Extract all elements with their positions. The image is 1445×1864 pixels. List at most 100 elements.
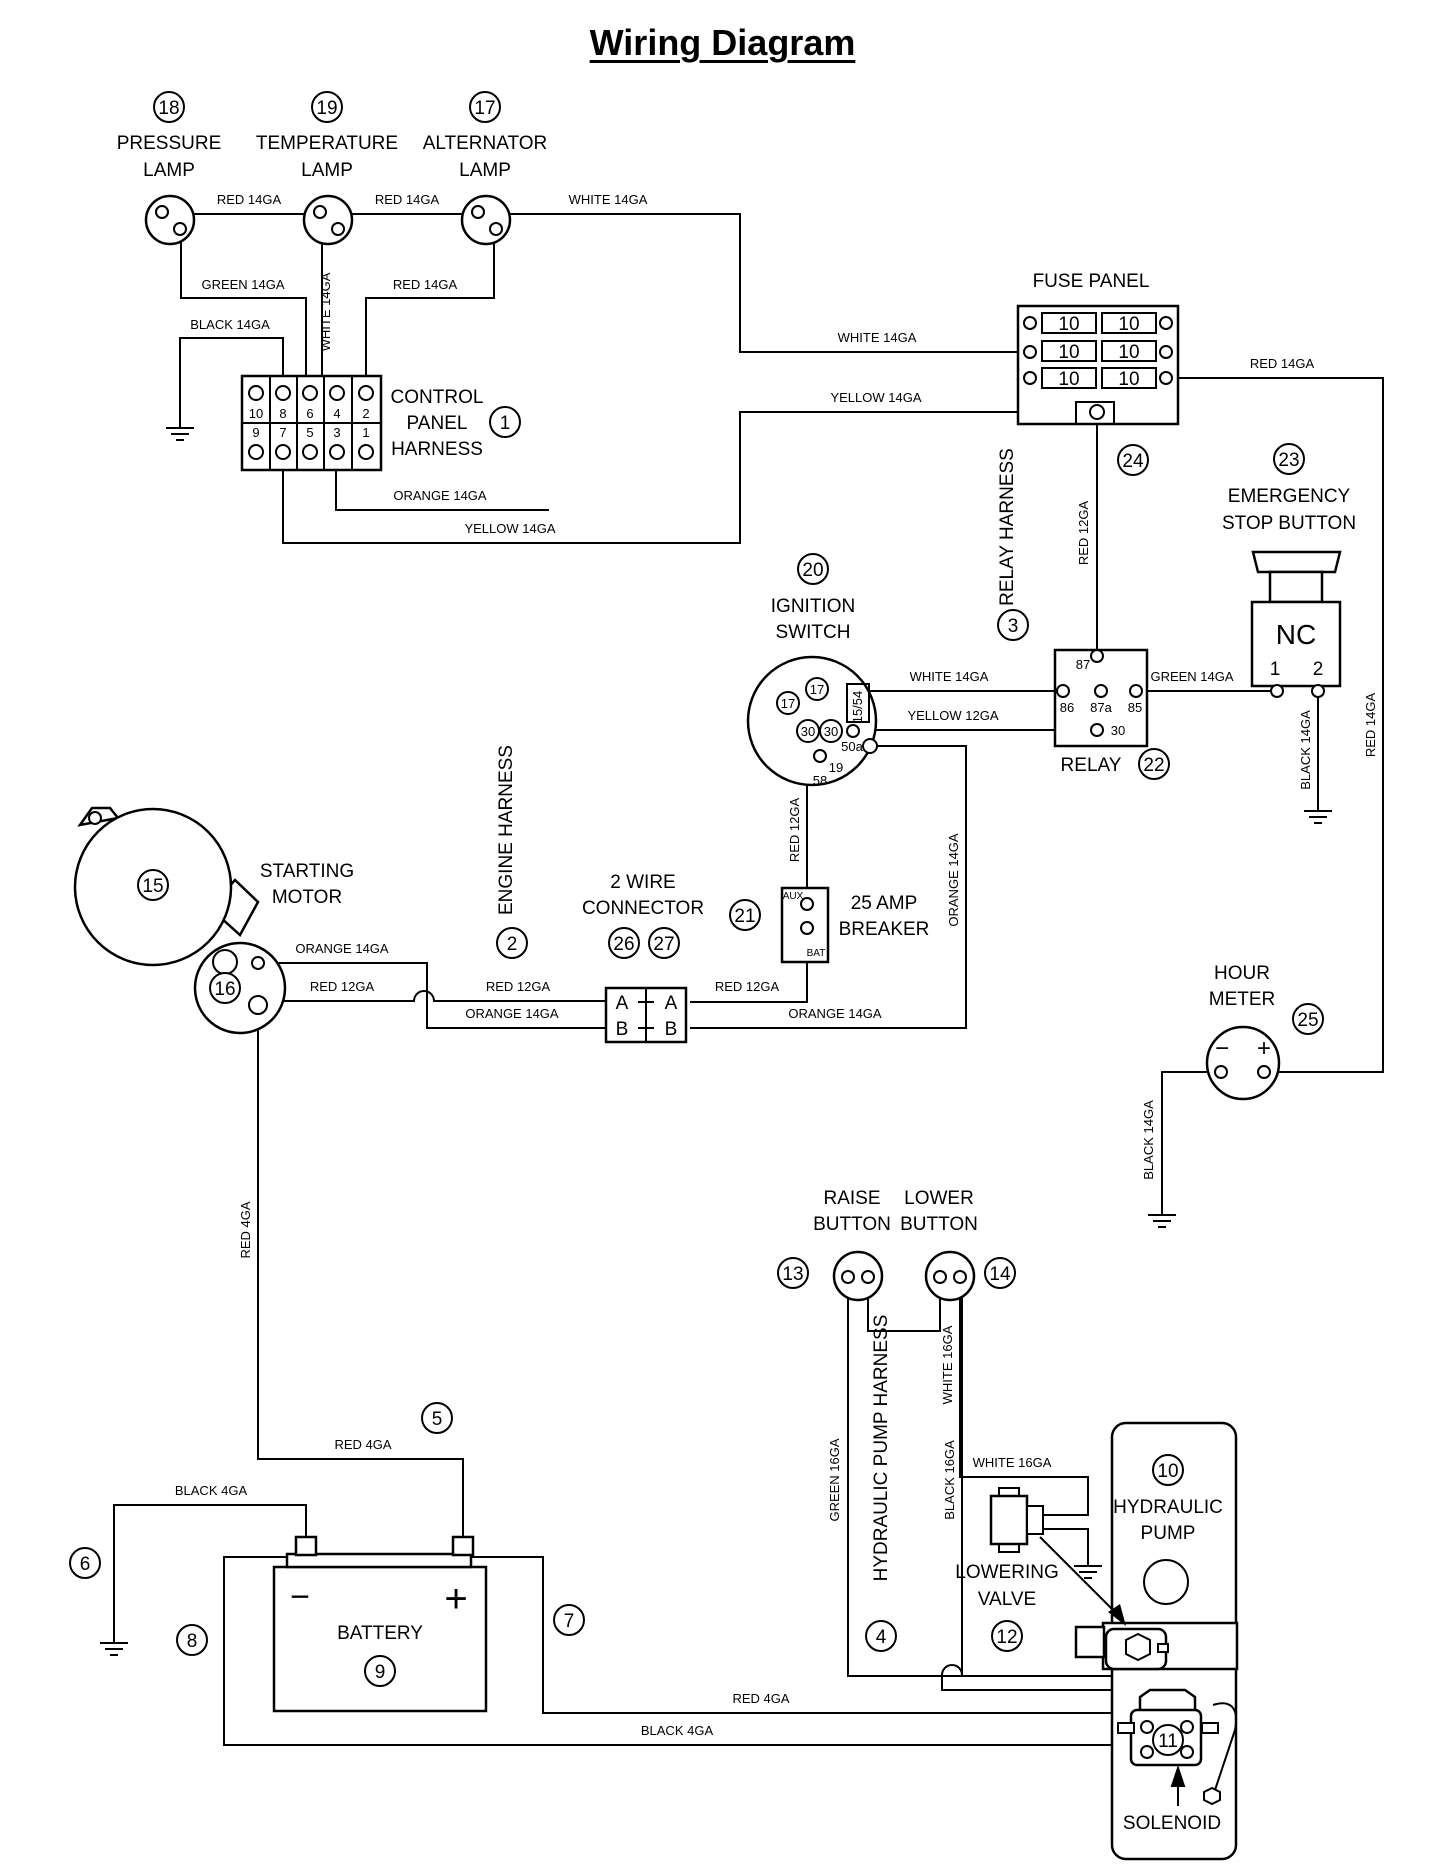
control-panel-harness: 10 8 6 4 2 9 7 5 3 1 (240, 374, 383, 472)
svg-text:2: 2 (507, 934, 518, 955)
component-labels: PRESSURE LAMP TEMPERATURE LAMP ALTERNATO… (117, 133, 1356, 1834)
wire-button-link (867, 1283, 941, 1332)
wire-label: YELLOW 14GA (830, 390, 921, 405)
callout-14: 14 (984, 1257, 1016, 1289)
lower-button-label: LOWER (904, 1188, 974, 1209)
emergency-stop-button: NC 1 2 (1250, 550, 1342, 698)
wire-label: RED 14GA (1250, 356, 1315, 371)
callout-11: 11 (1152, 1724, 1184, 1756)
relay-pin-86: 86 (1060, 700, 1074, 715)
wire-green14-pressure (180, 230, 307, 386)
relay-pin-30: 30 (1111, 723, 1125, 738)
fuse-rating: 10 (1058, 369, 1079, 390)
wire-label: BLACK 14GA (190, 317, 270, 332)
estop-terminal-2: 2 (1313, 659, 1324, 680)
estop-terminal-1: 1 (1270, 659, 1281, 680)
harness-pin-6: 6 (306, 406, 313, 421)
relay-label: RELAY (1061, 755, 1122, 776)
harness-pin-10: 10 (249, 406, 263, 421)
relay-pin-85: 85 (1128, 700, 1142, 715)
battery-minus-icon: − (290, 1578, 310, 1616)
callout-18: 18 (153, 91, 185, 123)
valve-arrow-icon (1108, 1604, 1126, 1626)
svg-text:9: 9 (375, 1662, 386, 1683)
callout-5: 5 (421, 1402, 453, 1434)
callout-26: 26 (608, 927, 640, 959)
pressure-lamp (144, 194, 196, 246)
control-harness-label: PANEL (407, 413, 468, 434)
hour-meter-minus: − (1215, 1035, 1229, 1062)
callout-15: 15 (137, 869, 169, 901)
ignition-label: IGNITION (771, 596, 855, 617)
svg-text:22: 22 (1143, 755, 1164, 776)
callout-22: 22 (1138, 748, 1170, 780)
wires (113, 213, 1384, 1746)
wire-label: YELLOW 14GA (464, 521, 555, 536)
connector-a-left: A (616, 993, 629, 1014)
svg-text:5: 5 (432, 1409, 443, 1430)
estop-label: STOP BUTTON (1222, 513, 1356, 534)
hour-meter-label: METER (1209, 989, 1276, 1010)
lowering-valve (989, 1487, 1126, 1626)
ign-pin-19: 19 (829, 760, 843, 775)
alternator-lamp (460, 194, 512, 246)
callout-1: 1 (489, 406, 521, 438)
fuse-rating: 10 (1058, 314, 1079, 335)
wire-label: ORANGE 14GA (946, 833, 961, 927)
circuit-breaker: AUX BAT (780, 886, 830, 964)
breaker-label: 25 AMP (851, 893, 918, 914)
callout-25: 25 (1292, 1003, 1324, 1035)
fuse-rating: 10 (1118, 342, 1139, 363)
breaker-aux: AUX (783, 891, 804, 902)
page-title: Wiring Diagram (589, 22, 856, 63)
wire-label: RED 14GA (393, 277, 458, 292)
wire-label: WHITE 16GA (940, 1325, 955, 1404)
wire-black16 (941, 1283, 1118, 1691)
fuse-rating: 10 (1058, 342, 1079, 363)
callout-23: 23 (1273, 443, 1305, 475)
wire-green16 (847, 1283, 1118, 1677)
wire-label: GREEN 16GA (827, 1438, 842, 1521)
ign-pin-58: 58 (813, 773, 827, 788)
svg-text:20: 20 (802, 560, 823, 581)
engine-harness-label: ENGINE HARNESS (496, 745, 517, 915)
wire-label: ORANGE 14GA (788, 1006, 882, 1021)
wire-label: RED 14GA (1363, 693, 1378, 758)
hydraulic-harness-label: HYDRAULIC PUMP HARNESS (871, 1315, 892, 1582)
callout-9: 9 (364, 1655, 396, 1687)
fuse-rating: 10 (1118, 314, 1139, 335)
callout-24: 24 (1117, 444, 1149, 476)
ignition-label: SWITCH (776, 622, 851, 643)
wire-label: BLACK 14GA (1141, 1100, 1156, 1180)
connector-a-right: A (665, 993, 678, 1014)
svg-text:7: 7 (564, 1611, 575, 1632)
two-wire-connector: A A B B (604, 986, 688, 1044)
harness-pin-7: 7 (279, 425, 286, 440)
callout-6: 6 (69, 1547, 101, 1579)
wire-red4-bottom (463, 1556, 1154, 1714)
wire-label: RED 12GA (1076, 501, 1091, 566)
hydraulic-pump-label: HYDRAULIC (1113, 1497, 1223, 1518)
starting-motor (73, 806, 287, 1035)
ign-pin-30b: 30 (824, 724, 838, 739)
wire-red12-motor (264, 990, 610, 1002)
wire-red4-motor-battery (257, 1013, 464, 1545)
lower-button-label: BUTTON (900, 1214, 978, 1235)
wire-label: RED 12GA (787, 798, 802, 863)
callout-20: 20 (797, 553, 829, 585)
fuse-panel-label: FUSE PANEL (1033, 271, 1150, 292)
wire-label: GREEN 14GA (201, 277, 284, 292)
estop-nc-label: NC (1276, 619, 1316, 650)
hydraulic-pump-label: PUMP (1141, 1523, 1196, 1544)
harness-pin-4: 4 (333, 406, 340, 421)
svg-text:10: 10 (1157, 1461, 1178, 1482)
wire-label: BLACK 16GA (942, 1440, 957, 1520)
wire-label: RED 12GA (310, 979, 375, 994)
svg-text:19: 19 (316, 98, 337, 119)
pressure-lamp-label: LAMP (143, 160, 195, 181)
wire-label: BLACK 4GA (641, 1723, 714, 1738)
control-harness-label: CONTROL (391, 387, 484, 408)
wire-label: RED 4GA (238, 1201, 253, 1258)
wire-black14-ground (179, 337, 284, 428)
